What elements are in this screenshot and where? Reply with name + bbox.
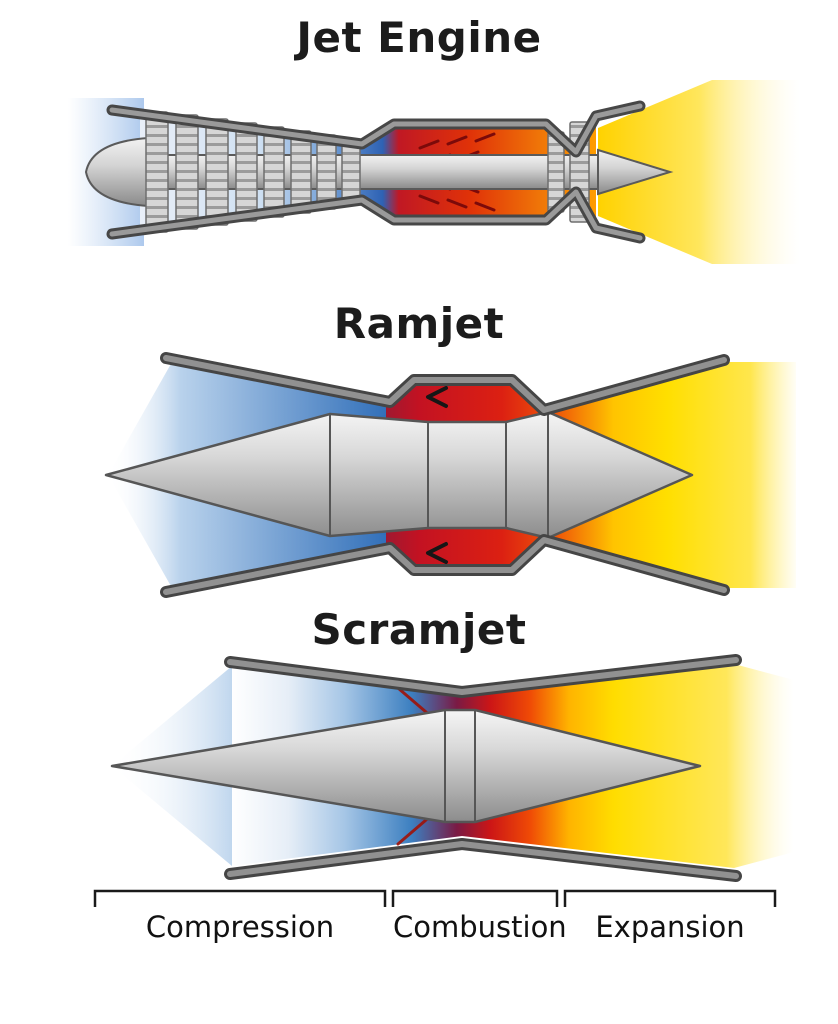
casing-bottom — [163, 537, 727, 595]
flame-dash — [446, 135, 468, 146]
ramjet-flame-holders — [426, 386, 448, 564]
blade-row — [316, 134, 337, 210]
jet-tail-cone — [597, 148, 674, 196]
scramjet-outer-casing — [224, 654, 742, 882]
flame-dash — [418, 139, 440, 150]
jet-compressor-blades — [145, 111, 361, 233]
jet-engine-title: Jet Engine — [296, 13, 542, 62]
stage-bracket-compression — [93, 889, 387, 907]
casing-top — [163, 355, 727, 413]
stage-label-compression: Compression — [145, 910, 335, 944]
ramjet-outer-casing — [160, 352, 730, 598]
blade-row — [205, 118, 229, 226]
flame-dash — [418, 194, 440, 205]
flame-dash — [446, 198, 468, 209]
ramjet-diagram — [104, 352, 796, 598]
stage-brackets — [93, 889, 777, 907]
casing-bottom — [227, 841, 739, 879]
blade-row — [263, 126, 285, 218]
scramjet-title: Scramjet — [311, 605, 527, 654]
stage-label-expansion: Expansion — [595, 910, 745, 944]
casing-bottom — [109, 189, 643, 241]
flame-dash — [474, 132, 496, 143]
scramjet-diagram — [110, 654, 794, 882]
ramjet-body-seams — [329, 412, 549, 538]
flame-dash — [474, 201, 496, 212]
ramjet-center-body — [104, 410, 694, 540]
flame-holder-top — [426, 386, 448, 408]
jet-outer-casing — [106, 100, 646, 244]
blade-row — [175, 114, 199, 230]
stage-bracket-combustion — [391, 889, 559, 907]
flame-holder-bottom — [426, 542, 448, 564]
jet-exhaust-plume — [598, 80, 800, 264]
blade-row — [290, 130, 312, 214]
blade-row — [145, 111, 169, 233]
blade-row — [235, 122, 258, 222]
casing-top — [109, 103, 643, 155]
stage-label-combustion: Combustion — [393, 910, 567, 944]
jet-engine-diagram — [68, 80, 800, 264]
scramjet-body-seams — [444, 710, 476, 822]
stage-bracket-expansion — [563, 889, 777, 907]
ramjet-title: Ramjet — [333, 299, 505, 348]
casing-top — [227, 657, 739, 695]
